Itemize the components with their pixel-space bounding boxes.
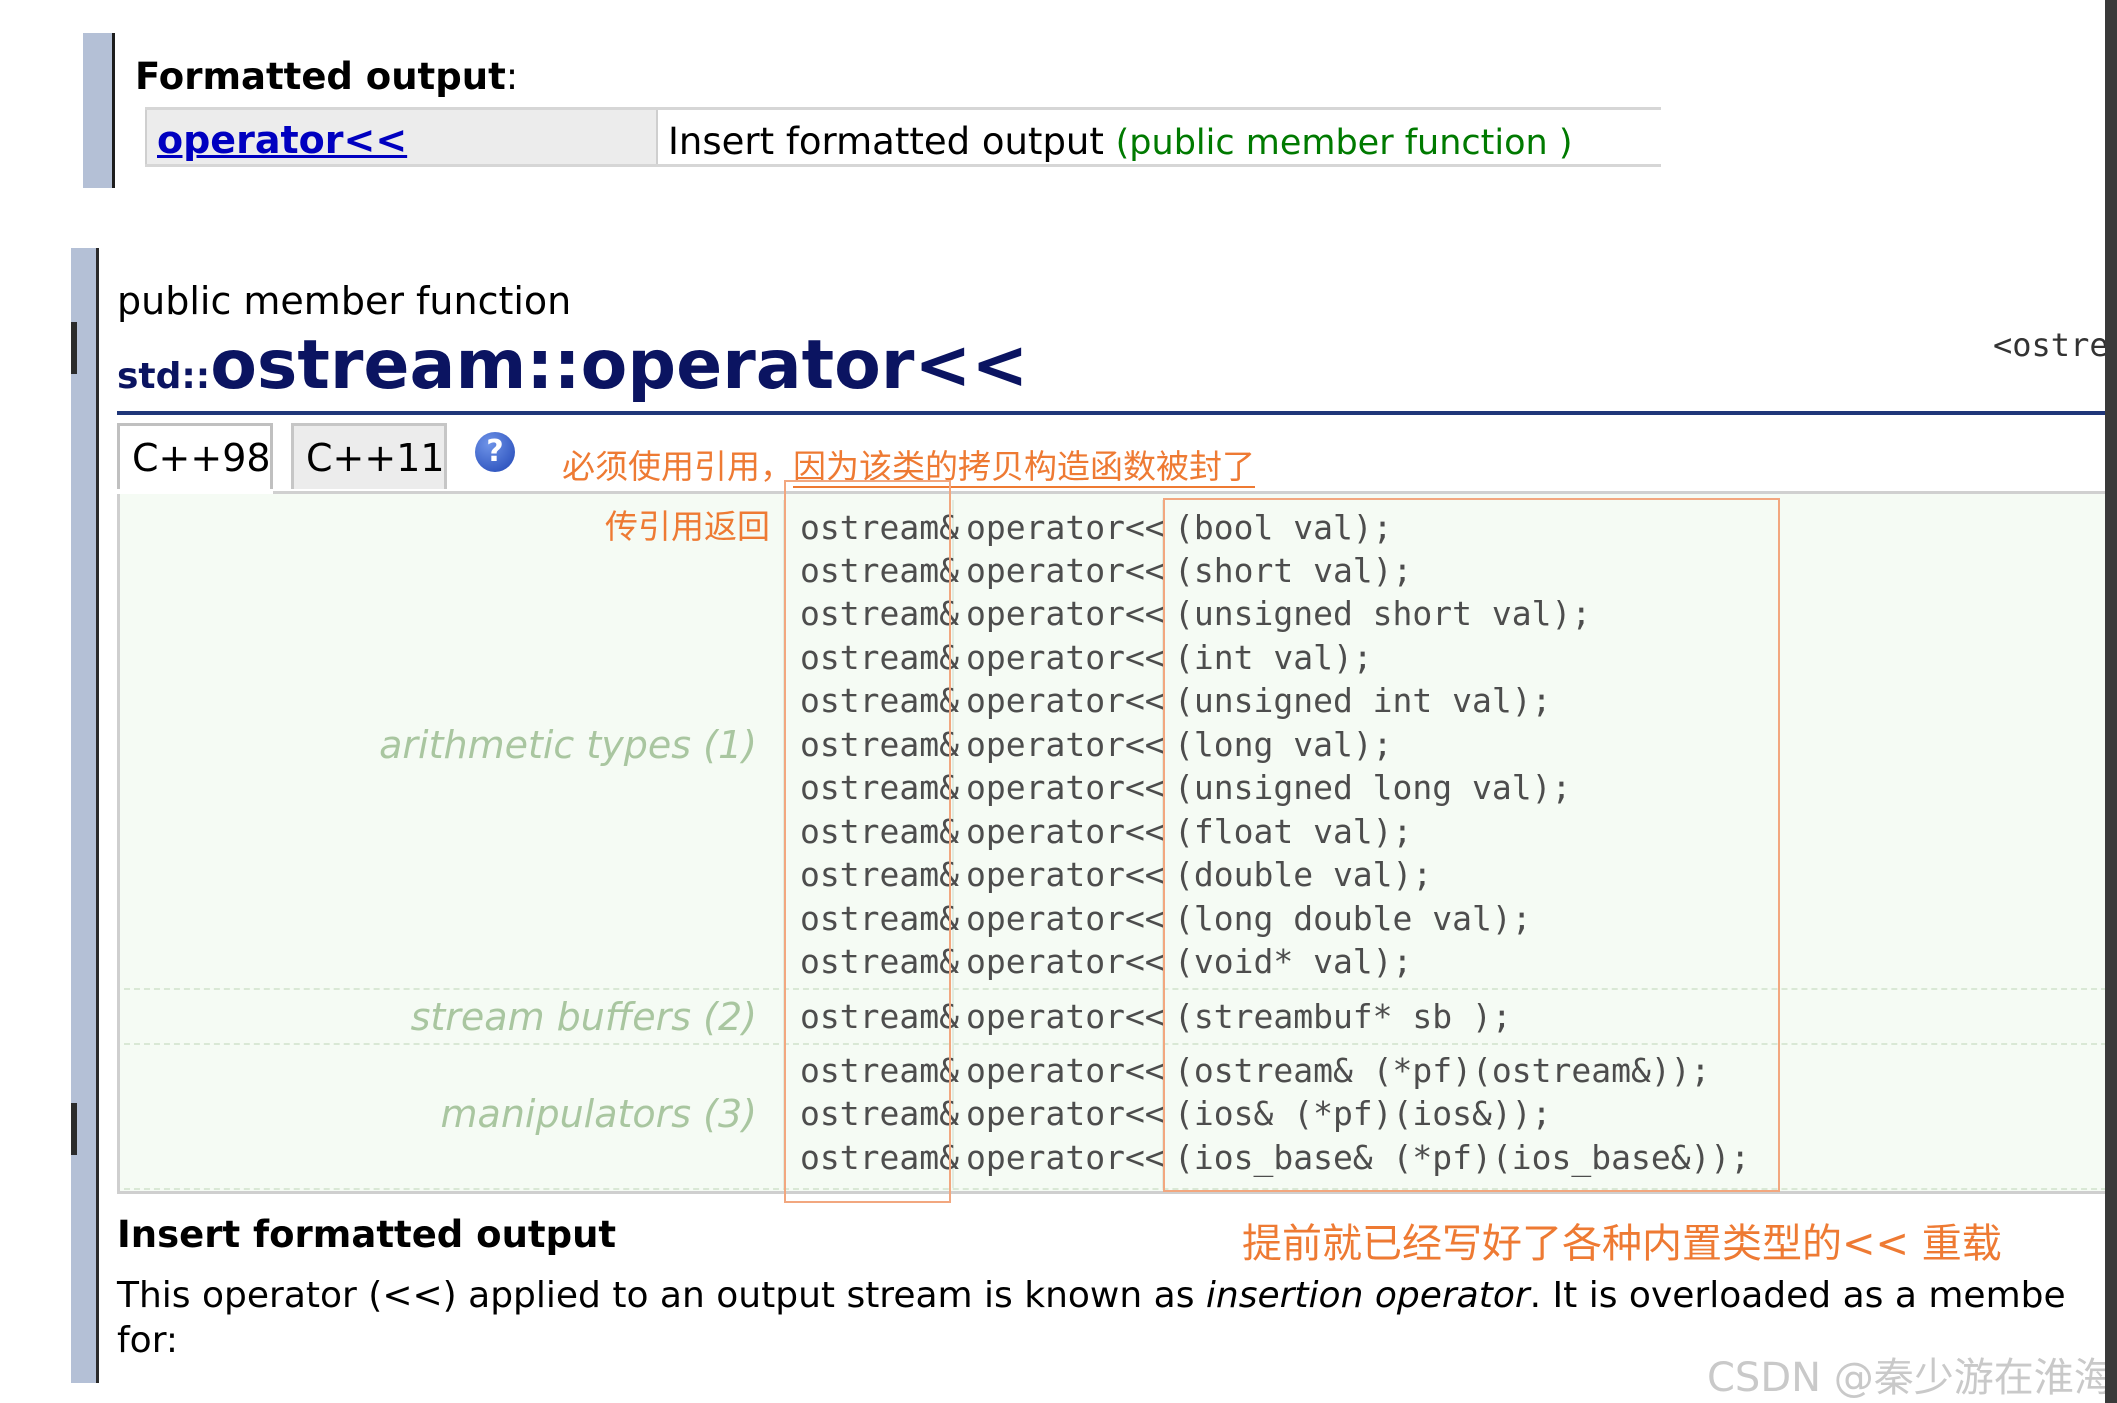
tab-baseline xyxy=(273,491,2117,494)
group-separator xyxy=(124,1043,2117,1045)
title-divider xyxy=(117,411,2117,415)
group-label-arithmetic: arithmetic types (1) xyxy=(379,723,757,767)
annotation-reference-note: 必须使用引用，因为该类的拷贝构造函数被封了 xyxy=(562,447,1255,488)
section-heading: Formatted output: xyxy=(135,55,519,98)
declarations-panel xyxy=(117,494,2117,1194)
group-label-manipulators: manipulators (3) xyxy=(440,1092,757,1136)
title-name: ostream::operator<< xyxy=(210,326,1029,405)
help-icon[interactable]: ? xyxy=(475,432,515,472)
title-namespace: std:: xyxy=(117,356,211,397)
page-title: std::ostream::operator<< xyxy=(117,326,1028,405)
content-sidebar-bar xyxy=(71,248,98,1383)
description-text-continued: for: xyxy=(117,1320,178,1361)
sidebar-marker xyxy=(71,1103,77,1155)
window-edge xyxy=(2105,0,2117,1403)
summary-description: Insert formatted output (public member f… xyxy=(668,120,1573,163)
group-separator xyxy=(124,1188,2117,1190)
watermark: CSDN @秦少游在淮海 xyxy=(1707,1355,2114,1401)
annotation-highlight-return xyxy=(784,480,951,1203)
member-kind-label: public member function xyxy=(117,279,572,323)
summary-description-text: Insert formatted output xyxy=(668,120,1104,163)
annotation-highlight-arguments xyxy=(1163,498,1780,1192)
description-heading: Insert formatted output xyxy=(117,1213,617,1256)
annotation-overload-note: 提前就已经写好了各种内置类型的<< 重载 xyxy=(1242,1221,2002,1267)
column-separator xyxy=(952,500,954,1188)
member-summary-table: operator<< Insert formatted output (publ… xyxy=(145,107,1661,167)
header-hint: <ostre xyxy=(1993,326,2109,364)
section-sidebar-bar xyxy=(83,33,115,188)
group-label-streambuf: stream buffers (2) xyxy=(410,995,757,1039)
summary-kind: (public member function ) xyxy=(1115,123,1573,163)
annotation-return-note: 传引用返回 xyxy=(605,507,770,546)
tab-cpp98[interactable]: C++98 xyxy=(117,423,273,489)
sidebar-marker xyxy=(71,322,77,374)
summary-name-cell: operator<< xyxy=(145,110,658,164)
tab-cpp11[interactable]: C++11 xyxy=(291,423,447,489)
content-sidebar-line xyxy=(96,248,99,1383)
operator-insert-link[interactable]: operator<< xyxy=(157,118,408,162)
group-separator xyxy=(124,988,2117,990)
description-text: This operator (<<) applied to an output … xyxy=(117,1275,2066,1316)
